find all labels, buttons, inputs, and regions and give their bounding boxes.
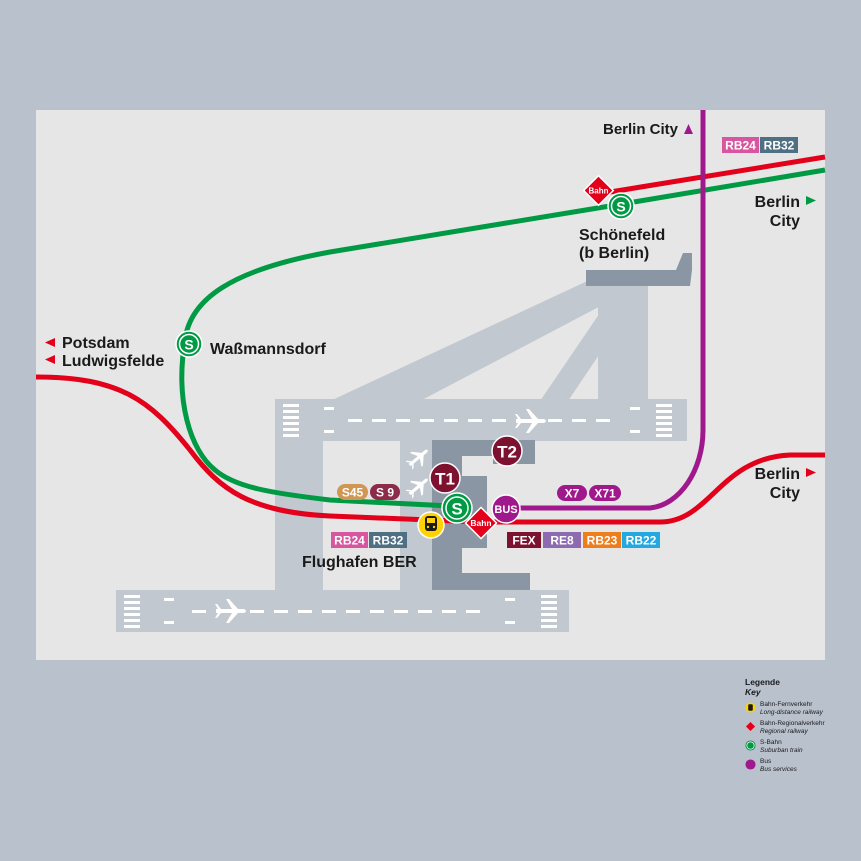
old-terminal-building — [586, 253, 692, 286]
runway-south — [116, 590, 569, 632]
direction-arrow-left-icon — [45, 338, 55, 347]
direction-arrow-up-icon — [684, 124, 693, 134]
destination-potsdam: Potsdam — [62, 335, 130, 352]
terminal-t2-marker: T2 — [491, 435, 523, 467]
svg-text:RB24: RB24 — [725, 139, 756, 153]
taxiway-east — [598, 282, 648, 402]
regional-rail-line-ber — [35, 374, 825, 525]
train-icon — [745, 702, 756, 713]
sbahn-symbol-text: S — [616, 199, 625, 215]
station-label-wassmannsdorf: Waßmannsdorf — [210, 341, 327, 358]
bus-line — [505, 110, 706, 511]
svg-text:RB24: RB24 — [334, 534, 365, 548]
line-badge-rb23: RB23 — [583, 532, 621, 548]
bahn-station-ber: Bahn — [464, 506, 498, 540]
sbahn-station-schoenefeld: S — [607, 192, 635, 220]
station-label-flughafen-ber: Flughafen BER — [302, 554, 417, 571]
bahn-symbol-text: Bahn — [470, 518, 491, 528]
line-badge-x71: X71 — [589, 485, 621, 501]
svg-text:FEX: FEX — [512, 534, 535, 548]
direction-arrow-left-icon — [45, 355, 55, 364]
sbahn-icon — [745, 740, 756, 751]
line-badge-s45: S45 — [337, 484, 368, 500]
direction-arrow-right-icon — [806, 468, 816, 477]
bus-icon — [745, 759, 756, 770]
destination-berlin-city-sbahn-line2: City — [770, 213, 800, 230]
sbahn-station-wassmannsdorf: S — [175, 330, 203, 358]
line-badge-x7: X7 — [557, 485, 587, 501]
legend-item-long-distance: Bahn-Fernverkehr Long-distance railway — [745, 701, 855, 717]
destination-berlin-city-rail-line2: City — [770, 485, 800, 502]
line-badge-rb24: RB24 — [331, 532, 368, 548]
destination-berlin-city-sbahn-line1: Berlin — [755, 194, 800, 211]
runway-markings-south — [124, 595, 557, 628]
terminal-t2-label: T2 — [497, 443, 517, 462]
svg-text:X71: X71 — [594, 487, 616, 501]
sbahn-line — [179, 167, 826, 510]
destination-ludwigsfelde: Ludwigsfelde — [62, 353, 164, 370]
direction-arrow-right-icon — [806, 196, 816, 205]
legend-title: Legende — [745, 677, 780, 687]
bus-stop-ber: BUS — [491, 494, 521, 524]
legend-item-regional: Bahn-Regionalverkehr Regional railway — [745, 720, 855, 736]
line-badge-re8: RE8 — [543, 532, 581, 548]
terminal-t1-label: T1 — [435, 470, 455, 489]
line-badge-rb22: RB22 — [622, 532, 660, 548]
sbahn-symbol-text: S — [184, 337, 193, 353]
line-badge-rb24: RB24 — [722, 137, 759, 153]
svg-text:S 9: S 9 — [376, 486, 394, 500]
line-badge-rb32: RB32 — [369, 532, 407, 548]
bahn-diamond-icon — [745, 721, 756, 732]
line-badge-rb32: RB32 — [760, 137, 798, 153]
svg-text:X7: X7 — [565, 487, 580, 501]
line-badge-s9: S 9 — [370, 484, 400, 500]
bus-symbol-text: BUS — [494, 504, 517, 516]
svg-text:RE8: RE8 — [550, 534, 574, 548]
airplane-icon — [215, 599, 246, 623]
destination-berlin-city-rail-line1: Berlin — [755, 466, 800, 483]
airplane-icon — [515, 409, 546, 433]
svg-text:RB32: RB32 — [373, 534, 404, 548]
svg-text:RB23: RB23 — [587, 534, 618, 548]
destination-berlin-city-bus: Berlin City — [603, 121, 679, 138]
legend-subtitle: Key — [745, 687, 761, 697]
legend-item-sbahn: S-Bahn Suburban train — [745, 739, 855, 755]
svg-text:RB22: RB22 — [626, 534, 657, 548]
airplane-icon — [405, 449, 428, 470]
terminal-t1-marker: T1 — [429, 462, 461, 494]
svg-text:RB32: RB32 — [764, 139, 795, 153]
station-label-schoenefeld-line2: (b Berlin) — [579, 245, 649, 262]
ice-station-ber — [417, 511, 445, 539]
bahn-station-schoenefeld: Bahn — [582, 174, 615, 207]
regional-rail-line-schoenefeld — [597, 154, 826, 197]
sbahn-station-ber: S — [441, 492, 473, 524]
bahn-symbol-text: Bahn — [589, 187, 609, 196]
line-badge-fex: FEX — [507, 532, 541, 548]
runway-markings-north — [283, 404, 672, 437]
station-label-schoenefeld-line1: Schönefeld — [579, 227, 665, 244]
airplane-icon — [405, 478, 428, 499]
taxiway-diagonal-1 — [330, 276, 612, 441]
sbahn-symbol-text: S — [451, 500, 462, 519]
legend-item-bus: Bus Bus services — [745, 758, 855, 774]
svg-text:S45: S45 — [342, 486, 364, 500]
legend: Legende Key Bahn-Fernverkehr Long-distan… — [745, 677, 855, 774]
